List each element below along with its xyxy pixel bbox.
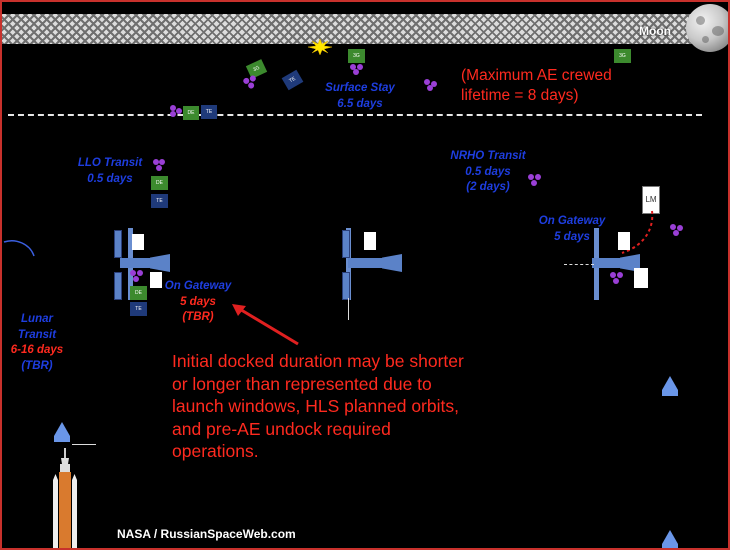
gateway-station-icon [592, 228, 656, 300]
orion-capsule-icon [662, 530, 678, 548]
surface-descent-element-icon: 3G [348, 49, 365, 63]
phase-surface-stay: Surface Stay 6.5 days [325, 82, 395, 110]
ascent-element-icon [528, 174, 544, 186]
ae-lifetime-note: (Maximum AE crewed lifetime = 8 days) [461, 67, 612, 104]
sls-rocket-icon [53, 448, 77, 548]
orion-capsule-icon [662, 376, 678, 396]
docked-duration-note: Initial docked duration may be shorter o… [172, 351, 464, 461]
gateway-station-icon [110, 228, 174, 300]
phase-lunar-transit: Lunar Transit 6-16 days (TBR) [10, 313, 64, 372]
phase-nrho-transit: NRHO Transit 0.5 days (2 days) [450, 150, 526, 193]
ascent-element-icon [130, 270, 146, 282]
phase-on-gateway-right: On Gateway 5 days [538, 215, 606, 243]
credit-text: NASA / RussianSpaceWeb.com [117, 527, 296, 541]
sun-icon [308, 39, 332, 55]
ascent-element-icon [152, 159, 168, 171]
ascent-element-icon [670, 224, 686, 236]
ascent-element-icon [242, 74, 261, 91]
moon-icon [686, 4, 728, 52]
ascent-element-icon [170, 105, 186, 117]
separation-line [72, 444, 96, 445]
gateway-station-icon [342, 228, 406, 300]
moon-label: Moon [639, 24, 671, 38]
transfer-element-icon: TE [151, 194, 168, 208]
surface-lander-right-icon: 3G [614, 49, 631, 63]
transit-arc-icon [3, 240, 35, 257]
llo-orbit-line [8, 114, 702, 116]
curved-arrow-icon [621, 210, 654, 254]
transfer-element-icon: TE [130, 302, 147, 316]
lunar-surface-band [2, 14, 728, 44]
approach-dash-line [564, 264, 594, 265]
surface-ascent-element-icon [350, 64, 366, 76]
descent-element-icon: DE [151, 176, 168, 190]
descent-element-icon: DE [183, 106, 199, 120]
transfer-element-icon: TE [201, 105, 217, 119]
phase-llo-transit: LLO Transit 0.5 days [77, 157, 143, 185]
transfer-element-icon: TE [281, 69, 304, 91]
docking-line [348, 298, 349, 320]
descent-element-icon: DE [130, 286, 147, 300]
pointer-arrow-icon [232, 304, 299, 346]
ascent-element-icon [424, 79, 440, 91]
ascent-element-icon [610, 272, 626, 284]
logistics-module-icon: LM [642, 186, 660, 214]
phase-on-gateway-left: On Gateway 5 days (TBR) [164, 280, 232, 323]
